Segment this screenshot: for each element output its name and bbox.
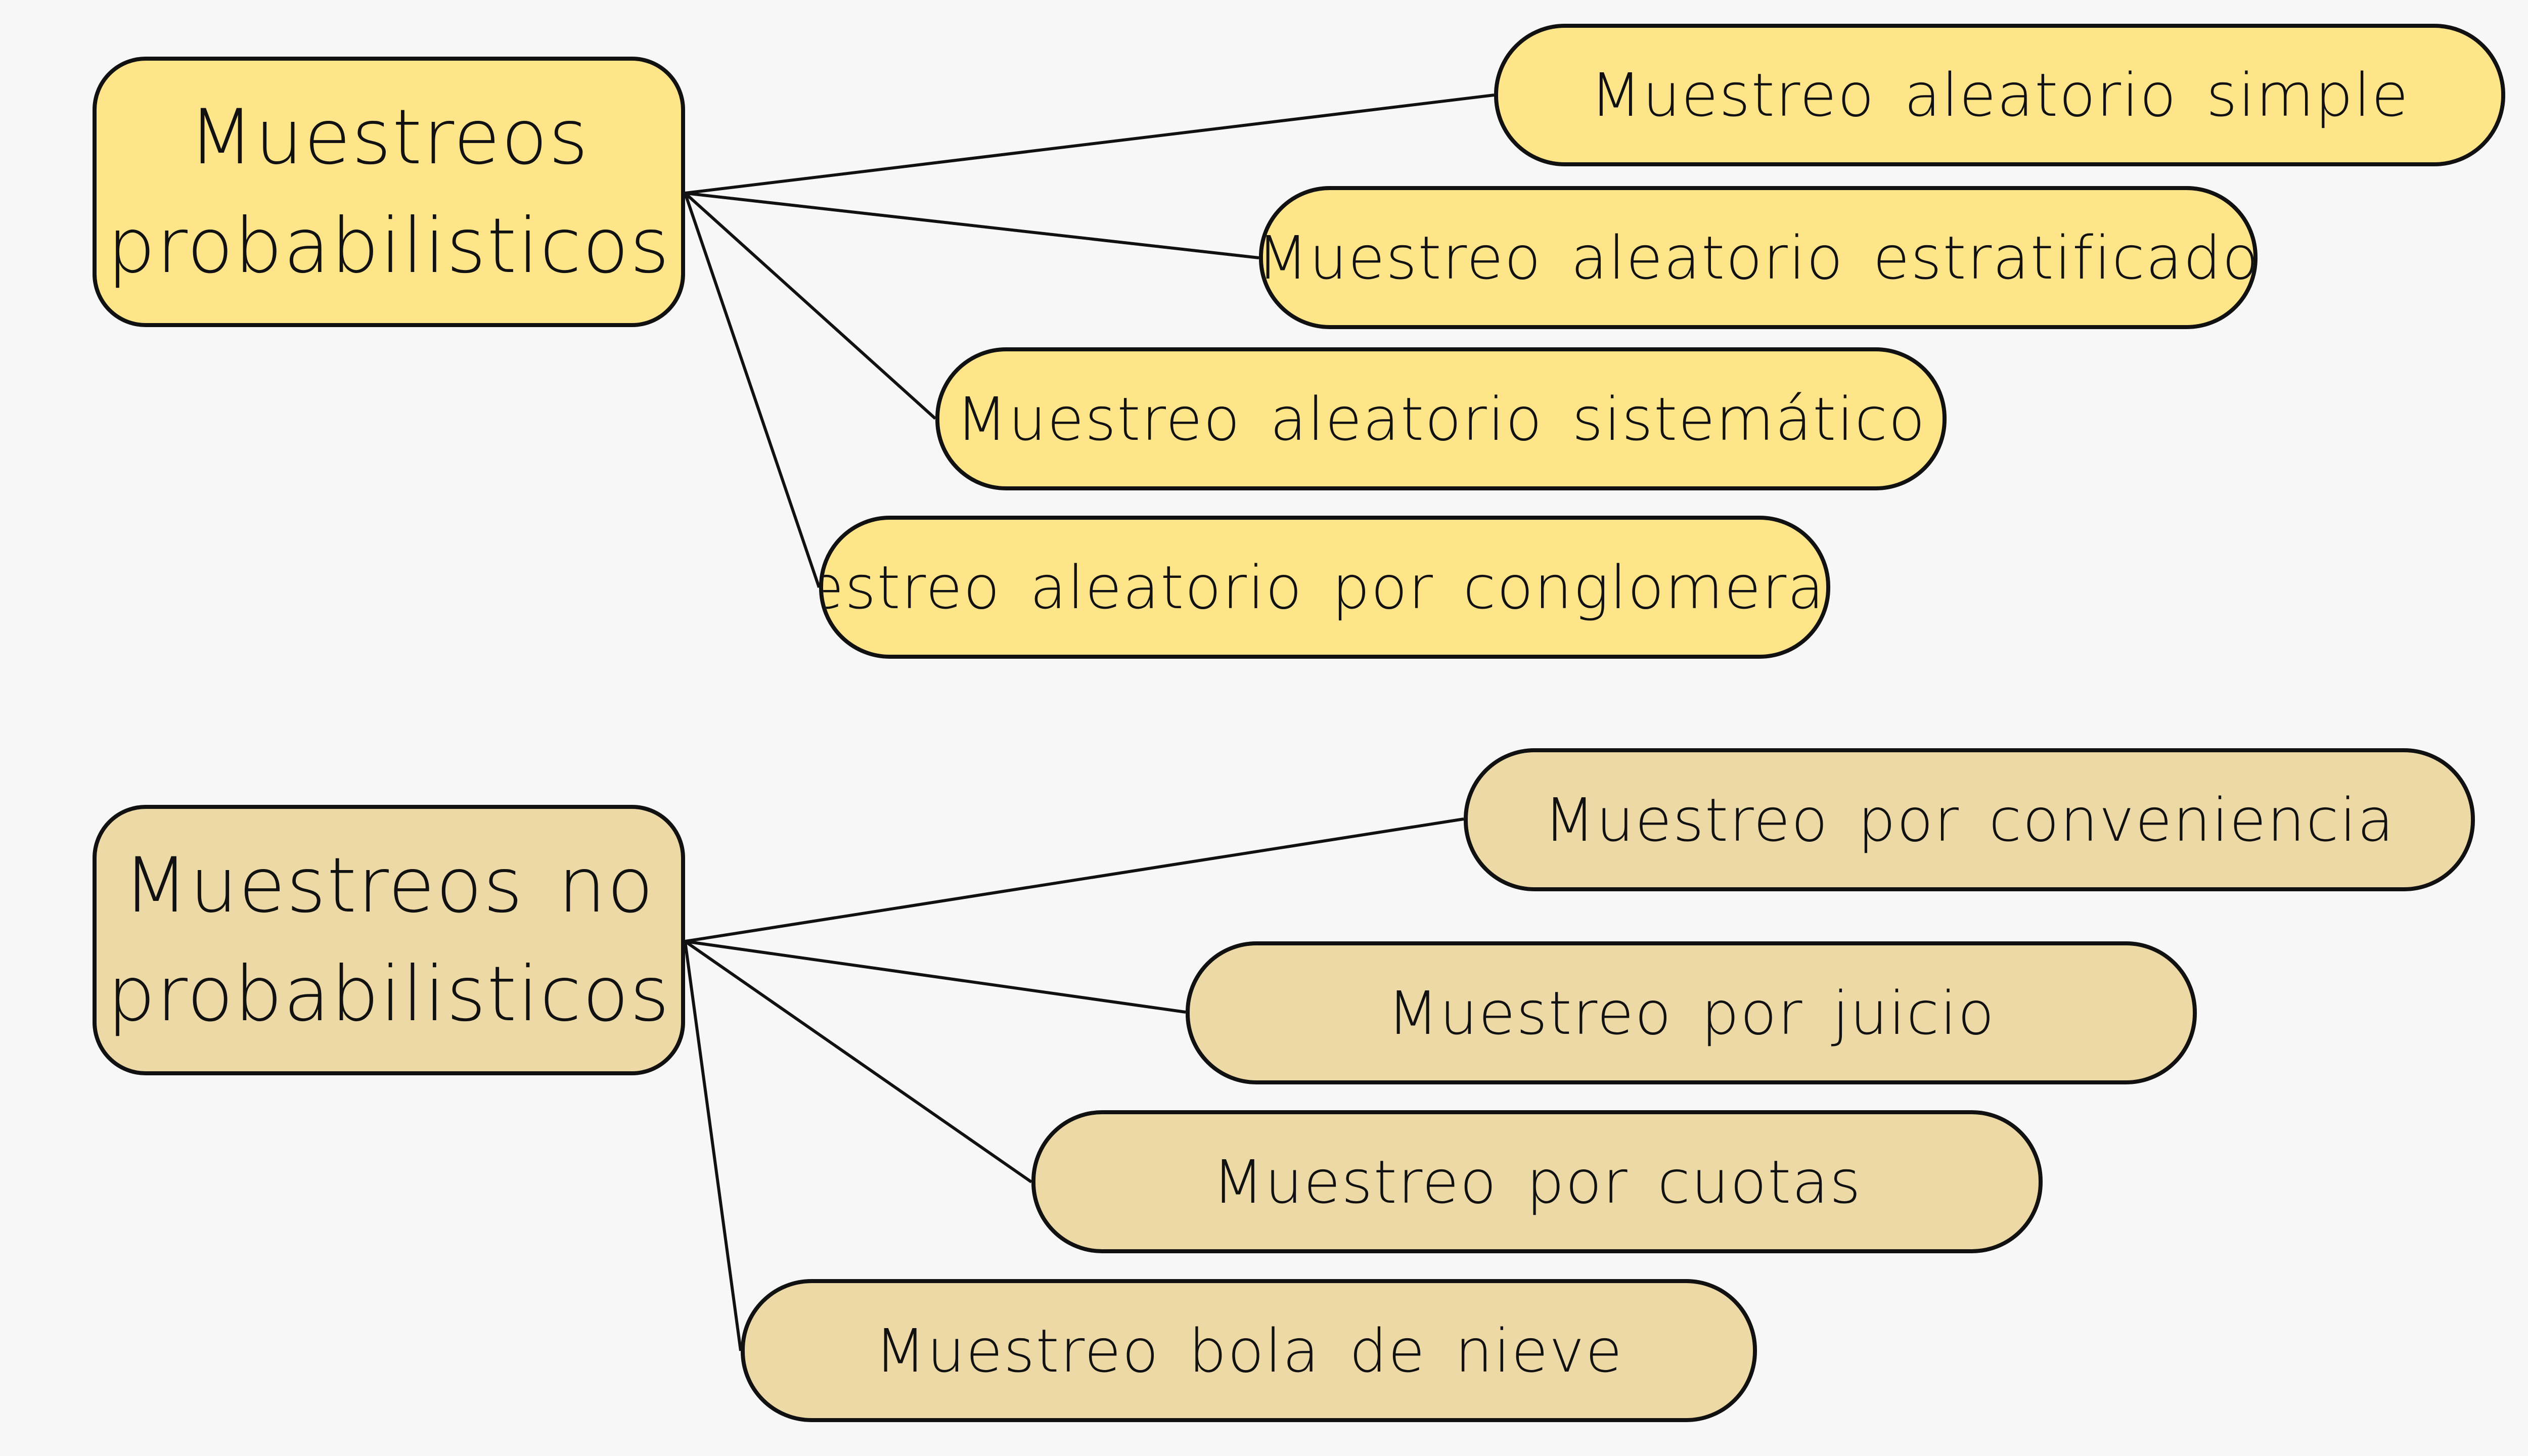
node-nonprobabilistic-sampling: Muestreos no probabilisticos: [93, 805, 685, 1075]
node-simple-random-sampling-label: Muestreo aleatorio simple: [1590, 60, 2410, 130]
node-snowball-sampling-label: Muestreo bola de nieve: [874, 1315, 1623, 1386]
node-cluster-random-sampling-label: Muestreo aleatorio por conglomerados: [823, 552, 1826, 622]
node-simple-random-sampling: Muestreo aleatorio simple: [1494, 24, 2505, 166]
node-quota-sampling-label: Muestreo por cuotas: [1212, 1147, 1862, 1217]
node-convenience-sampling: Muestreo por conveniencia: [1464, 748, 2475, 891]
connector-probabilistic-stratified: [685, 192, 1259, 259]
connector-nonprobabilistic-convenience: [685, 817, 1464, 943]
node-systematic-random-sampling: Muestreo aleatorio sistemático: [935, 347, 1947, 490]
node-judgment-sampling: Muestreo por juicio: [1186, 941, 2197, 1084]
node-systematic-random-sampling-label: Muestreo aleatorio sistemático: [956, 384, 1926, 454]
node-nonprobabilistic-sampling-label: Muestreos no probabilisticos: [107, 841, 670, 1038]
node-cluster-random-sampling: Muestreo aleatorio por conglomerados: [819, 516, 1830, 659]
node-probabilistic-sampling-label: Muestreos probabilisticos: [107, 93, 670, 290]
node-quota-sampling: Muestreo por cuotas: [1031, 1110, 2043, 1253]
connector-probabilistic-simple: [685, 94, 1495, 195]
connector-probabilistic-systematic: [684, 192, 937, 420]
node-stratified-random-sampling-label: Muestreo aleatorio estratificado: [1259, 222, 2258, 293]
connector-nonprobabilistic-quota: [684, 940, 1032, 1184]
node-probabilistic-sampling: Muestreos probabilisticos: [93, 57, 685, 327]
node-convenience-sampling-label: Muestreo por conveniencia: [1544, 785, 2395, 855]
connector-nonprobabilistic-snowball: [684, 941, 742, 1351]
connector-nonprobabilistic-judgment: [685, 940, 1186, 1014]
node-stratified-random-sampling: Muestreo aleatorio estratificado: [1259, 186, 2258, 329]
node-snowball-sampling: Muestreo bola de nieve: [741, 1279, 1757, 1422]
node-judgment-sampling-label: Muestreo por juicio: [1387, 978, 1996, 1048]
connector-probabilistic-cluster: [684, 193, 821, 588]
